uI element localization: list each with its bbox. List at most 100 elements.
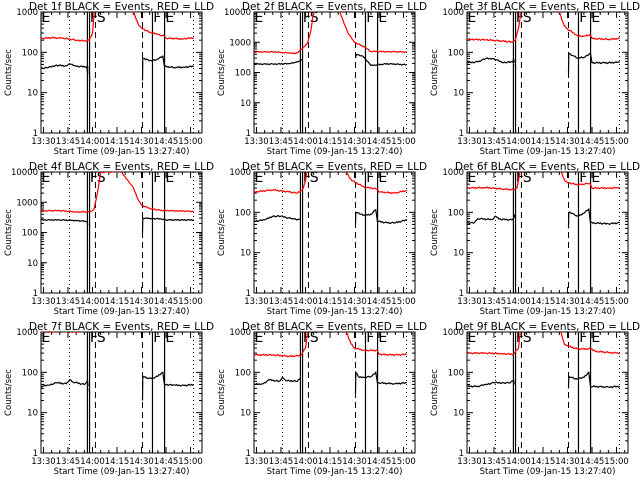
x-tick-label: 15:00 — [604, 457, 629, 467]
x-tick-label: 13:30 — [31, 137, 56, 147]
x-tick-label: 14:00 — [506, 297, 531, 307]
x-tick-label: 13:30 — [31, 457, 56, 467]
x-axis-label: Start Time (09-Jan-15 13:27:40) — [480, 307, 616, 317]
lld-series-line — [560, 172, 621, 190]
y-axis-label: Counts/sec — [4, 209, 14, 256]
plot-frame — [466, 11, 629, 134]
x-tick-label: 14:15 — [531, 457, 556, 467]
y-tick-label: 10 — [453, 249, 464, 259]
x-axis-label: Start Time (09-Jan-15 13:27:40) — [54, 467, 190, 477]
events-series-line — [567, 370, 621, 389]
x-tick-label: 14:30 — [129, 137, 154, 147]
y-tick-label: 10 — [453, 89, 464, 99]
lld-series-line — [345, 172, 407, 195]
events-series-line — [567, 52, 620, 74]
x-tick-label: 15:00 — [391, 457, 416, 467]
x-tick-label: 15:00 — [391, 297, 416, 307]
interval-letter-F: F — [579, 170, 587, 186]
x-tick-label: 14:15 — [105, 457, 130, 467]
y-tick-label: 1 — [33, 129, 38, 139]
x-tick-label: 13:45 — [269, 457, 294, 467]
y-tick-label: 1000 — [16, 198, 38, 208]
x-tick-label: 15:00 — [178, 137, 203, 147]
interval-letter-F: F — [153, 330, 161, 346]
x-axis-label: Start Time (09-Jan-15 13:27:40) — [267, 307, 403, 317]
lld-series-line — [467, 172, 521, 191]
lld-series-line — [132, 12, 195, 41]
interval-letter-S: S — [97, 330, 106, 346]
y-axis-label: Counts/sec — [217, 369, 227, 416]
y-tick-label: 10 — [27, 259, 38, 269]
y-tick-label: 1 — [246, 129, 251, 139]
y-tick-label: 1000 — [442, 328, 464, 338]
x-tick-label: 15:00 — [178, 297, 203, 307]
interval-letter-F: F — [303, 10, 311, 26]
lld-series-line — [254, 172, 308, 194]
interval-letter-F: F — [579, 330, 587, 346]
x-tick-label: 14:00 — [80, 297, 105, 307]
interval-letter-F: F — [153, 10, 161, 26]
panel-title: Det 1f BLACK = Events, RED = LLD — [29, 1, 214, 13]
x-tick-label: 13:30 — [457, 297, 482, 307]
x-tick-label: 14:45 — [367, 297, 392, 307]
x-tick-label: 14:15 — [105, 137, 130, 147]
x-tick-label: 14:00 — [293, 137, 318, 147]
panel-title: Det 7f BLACK = Events, RED = LLD — [29, 321, 214, 333]
x-tick-label: 14:00 — [506, 457, 531, 467]
x-tick-label: 14:00 — [293, 297, 318, 307]
y-tick-label: 100 — [235, 208, 251, 218]
interval-letter-S: S — [97, 170, 106, 186]
y-tick-label: 1000 — [229, 168, 251, 178]
events-series-line — [141, 217, 195, 233]
x-tick-label: 14:00 — [80, 137, 105, 147]
x-tick-label: 13:30 — [244, 457, 269, 467]
interval-letter-E: E — [467, 10, 476, 26]
x-tick-label: 13:45 — [482, 137, 507, 147]
chart-panel-3: Det 3f BLACK = Events, RED = LLD11010010… — [430, 1, 640, 157]
events-series-line — [567, 207, 621, 229]
events-series-line — [88, 223, 91, 228]
x-tick-label: 14:15 — [318, 297, 343, 307]
interval-letter-S: S — [523, 330, 532, 346]
lld-series-line — [254, 12, 315, 55]
events-series-line — [254, 59, 303, 66]
x-axis-label: Start Time (09-Jan-15 13:27:40) — [267, 147, 403, 157]
y-tick-label: 1 — [246, 449, 251, 459]
interval-letter-E: E — [165, 10, 174, 26]
x-tick-label: 14:45 — [580, 137, 605, 147]
x-tick-label: 15:00 — [604, 137, 629, 147]
x-tick-label: 15:00 — [178, 457, 203, 467]
interval-letter-E: E — [41, 330, 50, 346]
plot-frame — [40, 171, 203, 294]
lld-series-line — [467, 12, 521, 43]
y-axis-label: Counts/sec — [4, 49, 14, 96]
y-tick-label: 10000 — [11, 168, 38, 178]
events-series-line — [354, 209, 407, 225]
x-tick-label: 14:15 — [531, 137, 556, 147]
x-tick-label: 15:00 — [391, 137, 416, 147]
x-tick-label: 13:45 — [56, 297, 81, 307]
events-series-line — [88, 388, 91, 394]
plot-frame — [253, 171, 416, 294]
plot-frame — [253, 331, 416, 454]
interval-letter-E: E — [254, 330, 263, 346]
events-series-line — [141, 55, 194, 81]
interval-letter-E: E — [467, 170, 476, 186]
events-series-line — [467, 378, 515, 388]
x-tick-label: 13:30 — [244, 297, 269, 307]
y-tick-label: 1000 — [16, 8, 38, 18]
interval-letter-E: E — [378, 10, 387, 26]
panel-title: Det 2f BLACK = Events, RED = LLD — [242, 1, 427, 13]
x-axis-label: Start Time (09-Jan-15 13:27:40) — [54, 147, 190, 157]
x-axis-label: Start Time (09-Jan-15 13:27:40) — [480, 147, 616, 157]
interval-letter-E: E — [165, 330, 174, 346]
y-tick-label: 1 — [246, 289, 251, 299]
y-axis-label: Counts/sec — [430, 369, 440, 416]
events-series-line — [88, 66, 91, 81]
y-axis-label: Counts/sec — [4, 369, 14, 416]
x-tick-label: 13:45 — [269, 137, 294, 147]
interval-letter-S: S — [97, 10, 106, 26]
events-series-line — [354, 53, 407, 67]
chart-panel-9: Det 9f BLACK = Events, RED = LLD11010010… — [430, 321, 640, 477]
